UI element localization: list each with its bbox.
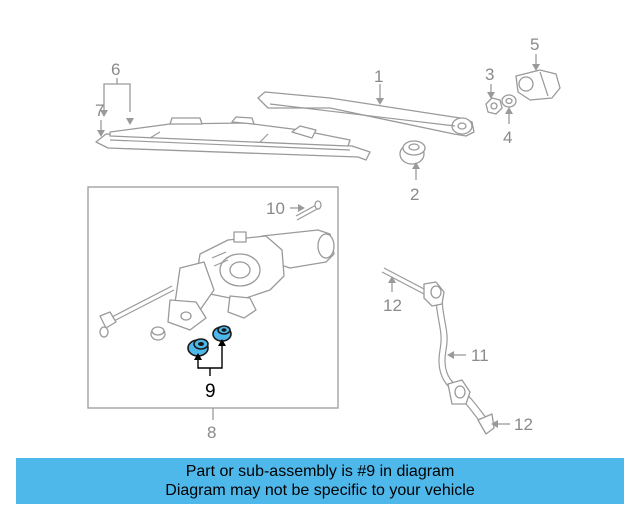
- banner-line-1: Part or sub-assembly is #9 in diagram: [185, 463, 455, 480]
- callout-12-lower: 12: [514, 415, 533, 434]
- motor-assembly-frame: [87, 186, 339, 409]
- callout-5: 5: [530, 35, 539, 54]
- mounting-bolt: [99, 285, 175, 338]
- wiper-arm: [257, 91, 475, 137]
- wiper-motor: [167, 229, 335, 331]
- callout-4: 4: [503, 128, 512, 147]
- washer-part-4: [501, 94, 517, 108]
- callout-3: 3: [485, 65, 494, 84]
- banner-line-2: Diagram may not be specific to your vehi…: [165, 482, 475, 499]
- parts-diagram: 1 2 3 4 5 6 7 10 8 9 12 11 12: [87, 35, 561, 442]
- callout-9: 9: [205, 381, 216, 402]
- callout-7: 7: [95, 101, 104, 120]
- washer-hose-part-11: [381, 267, 495, 435]
- callout-2: 2: [410, 185, 419, 204]
- bushing: [150, 326, 166, 341]
- callout-11: 11: [471, 346, 489, 365]
- wiper-blade: [95, 116, 371, 161]
- callout-10: 10: [266, 199, 285, 218]
- callout-12-upper: 12: [383, 296, 402, 315]
- grommet-part-2: [399, 140, 426, 165]
- cap-part-5: [515, 69, 561, 101]
- callout-1: 1: [374, 67, 383, 86]
- callout-8: 8: [207, 423, 216, 442]
- callout-6: 6: [111, 60, 120, 79]
- info-banner: Part or sub-assembly is #9 in diagram Di…: [16, 458, 624, 504]
- nut-part-3: [485, 97, 503, 115]
- bolt-part-10: [295, 200, 322, 221]
- highlighted-part-9: [187, 325, 232, 357]
